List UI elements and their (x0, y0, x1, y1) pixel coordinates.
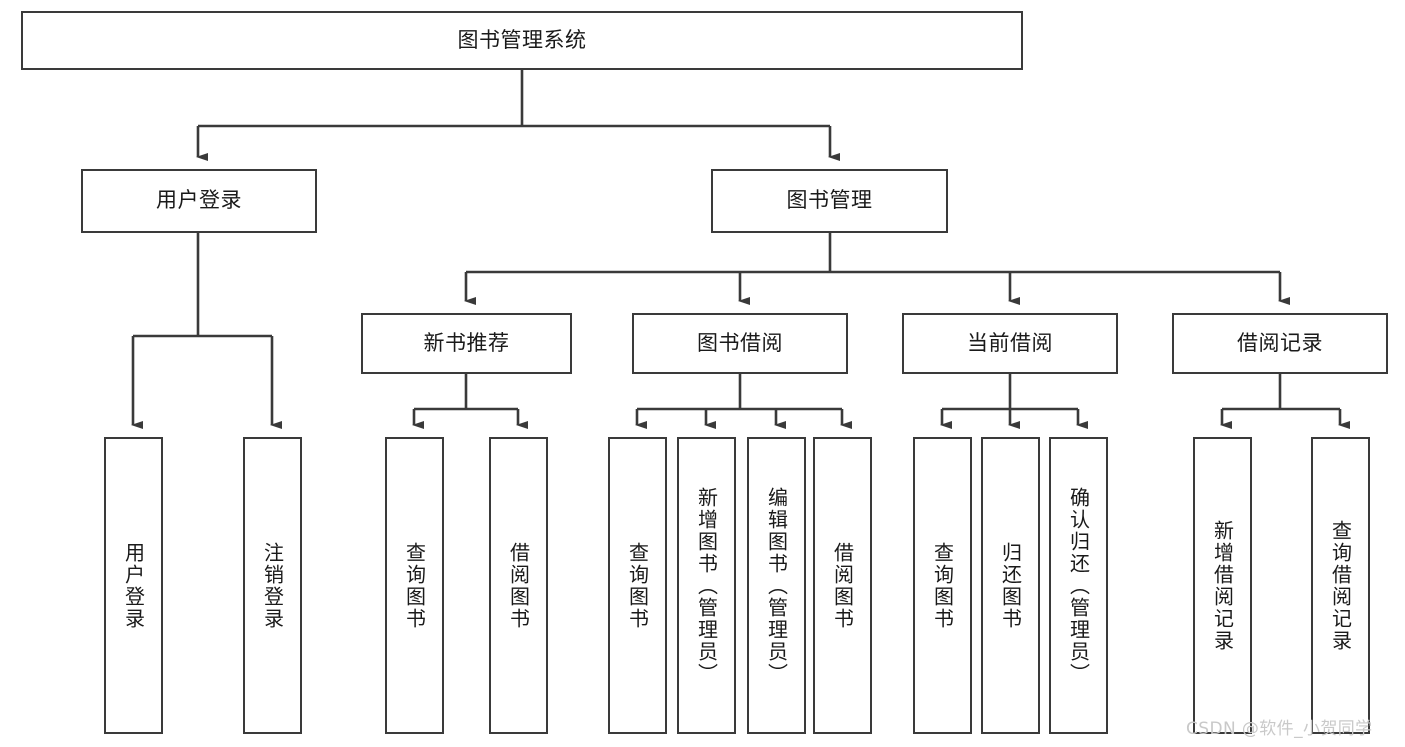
node-label: 查询图书 (402, 541, 427, 630)
node-label: 确认归还（管理员） (1066, 486, 1091, 685)
node-book-borrow[interactable]: 图书借阅 (632, 313, 848, 374)
leaf-book-borrow-edit-admin[interactable]: 编辑图书（管理员） (747, 437, 806, 734)
node-label: 用户登录 (156, 188, 242, 213)
node-label: 查询借阅记录 (1328, 519, 1353, 652)
node-label: 图书管理 (786, 188, 873, 213)
leaf-book-borrow-query[interactable]: 查询图书 (608, 437, 667, 734)
leaf-user-login-login[interactable]: 用户登录 (104, 437, 163, 734)
node-label: 图书借阅 (697, 330, 783, 355)
node-label: 借阅记录 (1237, 330, 1323, 355)
node-borrow-record[interactable]: 借阅记录 (1172, 313, 1388, 374)
node-book-management[interactable]: 图书管理 (711, 169, 948, 233)
node-label: 查询图书 (625, 541, 650, 630)
node-label: 新增图书（管理员） (694, 486, 719, 685)
node-label: 注销登录 (260, 541, 285, 630)
node-label: 新增借阅记录 (1210, 519, 1235, 652)
node-label: 用户登录 (121, 541, 146, 630)
leaf-borrow-record-add[interactable]: 新增借阅记录 (1193, 437, 1252, 734)
node-label: 归还图书 (998, 541, 1023, 630)
leaf-current-borrow-return[interactable]: 归还图书 (981, 437, 1040, 734)
node-label: 编辑图书（管理员） (764, 486, 789, 685)
node-label: 图书管理系统 (457, 27, 587, 52)
leaf-new-book-query[interactable]: 查询图书 (385, 437, 444, 734)
leaf-book-borrow-add-admin[interactable]: 新增图书（管理员） (677, 437, 736, 734)
node-root-book-management-system[interactable]: 图书管理系统 (21, 11, 1023, 70)
csdn-watermark: CSDN @软件_小贺同学 (1186, 719, 1373, 739)
node-new-book-recommend[interactable]: 新书推荐 (361, 313, 572, 374)
leaf-book-borrow-borrow[interactable]: 借阅图书 (813, 437, 872, 734)
leaf-borrow-record-query[interactable]: 查询借阅记录 (1311, 437, 1370, 734)
leaf-current-borrow-confirm-admin[interactable]: 确认归还（管理员） (1049, 437, 1108, 734)
node-current-borrow[interactable]: 当前借阅 (902, 313, 1118, 374)
node-label: 当前借阅 (967, 330, 1053, 355)
node-user-login[interactable]: 用户登录 (81, 169, 317, 233)
leaf-current-borrow-query[interactable]: 查询图书 (913, 437, 972, 734)
leaf-user-login-logout[interactable]: 注销登录 (243, 437, 302, 734)
leaf-new-book-borrow[interactable]: 借阅图书 (489, 437, 548, 734)
node-label: 借阅图书 (506, 541, 531, 630)
node-label: 新书推荐 (423, 330, 510, 355)
node-label: 查询图书 (930, 541, 955, 630)
node-label: 借阅图书 (830, 541, 855, 630)
